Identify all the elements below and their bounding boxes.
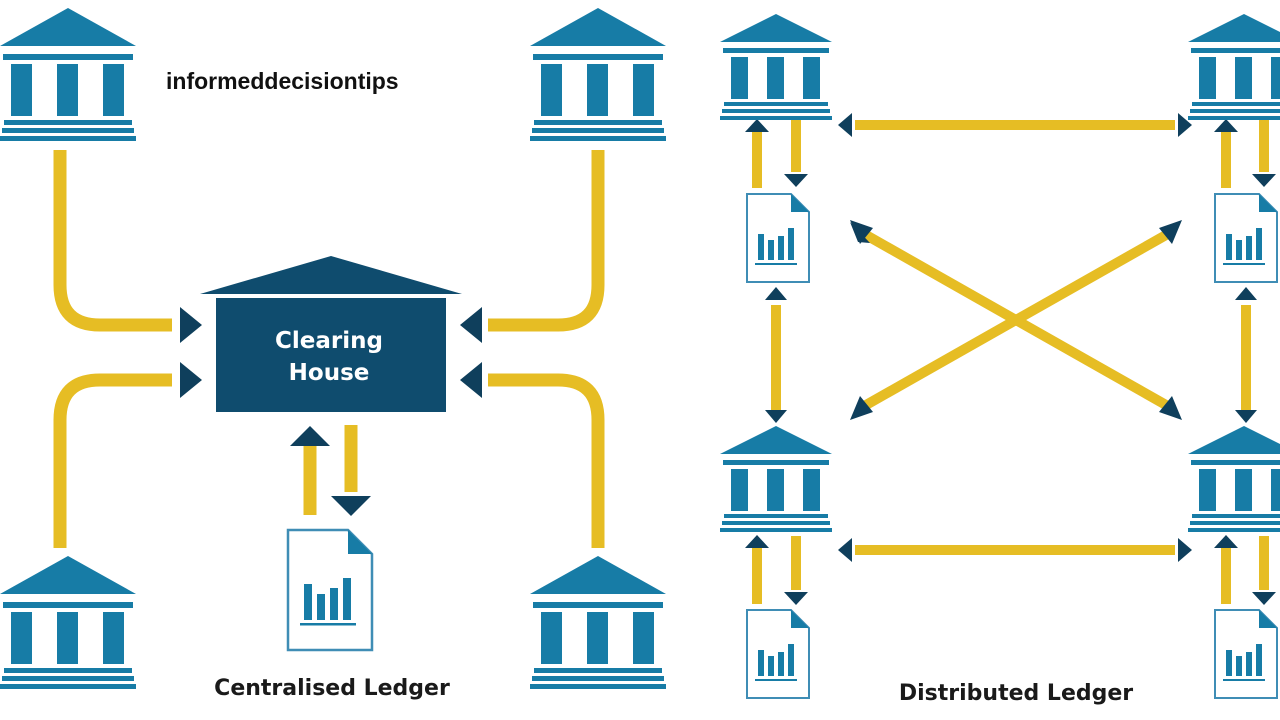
distributed-connectors [752, 120, 1269, 604]
arrow-icon [765, 410, 787, 423]
arrow-icon [784, 174, 808, 187]
arrow-icon [460, 362, 482, 398]
arrow-icon [331, 496, 371, 516]
centralised-ledger-section: Clearing House Centralised Ledger [0, 8, 666, 701]
distributed-ledger-caption: Distributed Ledger [899, 681, 1133, 706]
arrow-icon [1178, 113, 1192, 137]
clearing-house-icon: Clearing House [200, 256, 462, 412]
arrow-icon [850, 220, 873, 244]
arrow-icon [290, 426, 330, 446]
bank-icon [720, 426, 832, 532]
ledger-document-icon [746, 193, 810, 283]
bank-icon [530, 556, 666, 689]
arrow-icon [1252, 592, 1276, 605]
arrow-icon [1159, 396, 1182, 420]
arrow-icon [784, 592, 808, 605]
arrow-icon [745, 119, 769, 132]
ledger-document-icon [1214, 193, 1278, 283]
watermark-text: informeddecisiontips [166, 68, 399, 94]
arrow-icon [1214, 119, 1238, 132]
distributed-arrowheads [745, 113, 1276, 605]
arrow-icon [838, 113, 852, 137]
ledger-document-icon [1214, 609, 1278, 699]
bank-icon [720, 14, 832, 120]
arrow-icon [745, 535, 769, 548]
clearing-house-label: House [289, 360, 370, 386]
hub-arrowheads [180, 307, 482, 516]
arrow-icon [850, 396, 873, 420]
arrow-icon [180, 307, 202, 343]
ledger-document-icon [286, 528, 374, 652]
bank-icon [0, 8, 136, 141]
arrow-icon [1235, 287, 1257, 300]
bank-icon [530, 8, 666, 141]
arrow-icon [180, 362, 202, 398]
ledger-document-icon [746, 609, 810, 699]
distributed-ledger-section: Distributed Ledger [720, 14, 1280, 706]
clearing-house-label: Clearing [275, 328, 383, 354]
centralised-ledger-caption: Centralised Ledger [214, 676, 450, 701]
arrow-icon [460, 307, 482, 343]
arrow-icon [838, 538, 852, 562]
arrow-icon [1252, 174, 1276, 187]
arrow-icon [1235, 410, 1257, 423]
arrow-icon [1214, 535, 1238, 548]
bank-icon [1188, 14, 1280, 120]
bank-icon [1188, 426, 1280, 532]
centralised-connectors [53, 150, 605, 548]
bank-icon [0, 556, 136, 689]
arrow-icon [765, 287, 787, 300]
arrow-icon [1159, 220, 1182, 244]
arrow-icon [1178, 538, 1192, 562]
